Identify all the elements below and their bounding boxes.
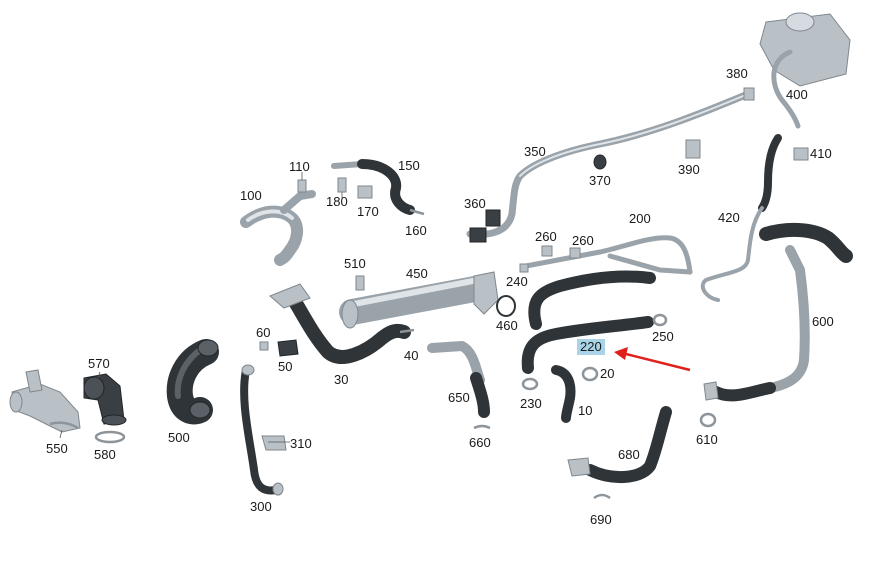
label-260b: 260 bbox=[572, 233, 594, 248]
part-550-coupling bbox=[9, 369, 81, 433]
label-410: 410 bbox=[810, 146, 832, 161]
label-690: 690 bbox=[590, 512, 612, 527]
label-150: 150 bbox=[398, 158, 420, 173]
label-20: 20 bbox=[600, 366, 615, 381]
part-650-hose bbox=[427, 341, 490, 418]
part-150-hose bbox=[331, 159, 415, 215]
part-100-pipe bbox=[240, 190, 316, 266]
label-570: 570 bbox=[88, 356, 110, 371]
leader-lines bbox=[59, 172, 343, 443]
label-200: 200 bbox=[629, 211, 651, 226]
part-310-bracket bbox=[261, 435, 287, 451]
label-380: 380 bbox=[726, 66, 748, 81]
label-30: 30 bbox=[334, 372, 349, 387]
part-160-clamp bbox=[409, 208, 425, 216]
part-400-reservoir bbox=[759, 12, 851, 129]
label-390: 390 bbox=[678, 162, 700, 177]
label-460: 460 bbox=[496, 318, 518, 333]
part-30-hose bbox=[269, 283, 411, 364]
part-260b-bolt bbox=[569, 247, 581, 259]
label-680: 680 bbox=[618, 447, 640, 462]
label-650: 650 bbox=[448, 390, 470, 405]
label-260a: 260 bbox=[535, 229, 557, 244]
part-580-clamp bbox=[94, 430, 126, 444]
label-50: 50 bbox=[278, 359, 293, 374]
part-570-elbow-hose bbox=[83, 373, 127, 426]
part-390-bracket bbox=[685, 139, 701, 159]
label-600: 600 bbox=[812, 314, 834, 329]
part-370-grommet bbox=[593, 154, 607, 170]
label-40: 40 bbox=[404, 348, 419, 363]
label-230: 230 bbox=[520, 396, 542, 411]
part-660-clamp bbox=[473, 424, 491, 430]
part-110-bolt bbox=[297, 179, 307, 193]
label-550: 550 bbox=[46, 441, 68, 456]
part-50-clamp bbox=[277, 339, 299, 357]
label-610: 610 bbox=[696, 432, 718, 447]
highlight-arrow bbox=[614, 347, 691, 372]
part-10-hose bbox=[551, 365, 576, 423]
part-40-clamp bbox=[399, 328, 415, 334]
part-170-clamp bbox=[357, 185, 373, 199]
part-600-hose bbox=[703, 222, 853, 402]
part-380-clamp bbox=[743, 87, 755, 101]
label-170: 170 bbox=[357, 204, 379, 219]
part-60-bolt bbox=[259, 341, 269, 351]
part-690-clamp bbox=[593, 493, 611, 500]
label-450: 450 bbox=[406, 266, 428, 281]
label-250: 250 bbox=[652, 329, 674, 344]
label-220-highlighted: 220 bbox=[577, 339, 605, 355]
part-200-pipe bbox=[523, 235, 693, 275]
part-300-hose bbox=[240, 364, 284, 496]
label-350: 350 bbox=[524, 144, 546, 159]
part-450-manifold bbox=[339, 271, 499, 329]
part-420-hose bbox=[700, 134, 782, 302]
part-350-pipe bbox=[466, 90, 752, 243]
part-220-hose bbox=[521, 316, 654, 374]
label-10: 10 bbox=[578, 403, 593, 418]
label-160: 160 bbox=[405, 223, 427, 238]
label-420: 420 bbox=[718, 210, 740, 225]
label-240: 240 bbox=[506, 274, 528, 289]
part-180-bolt bbox=[337, 177, 347, 193]
part-460-oring bbox=[496, 295, 516, 317]
label-400: 400 bbox=[786, 87, 808, 102]
label-500: 500 bbox=[168, 430, 190, 445]
label-180: 180 bbox=[326, 194, 348, 209]
label-310: 310 bbox=[290, 436, 312, 451]
label-100: 100 bbox=[240, 188, 262, 203]
label-510: 510 bbox=[344, 256, 366, 271]
part-20-clamp bbox=[581, 366, 599, 382]
part-240-bolt bbox=[519, 263, 529, 273]
part-410-clamp bbox=[793, 147, 809, 161]
label-660: 660 bbox=[469, 435, 491, 450]
label-370: 370 bbox=[589, 173, 611, 188]
part-230-clamp bbox=[521, 377, 539, 391]
part-680-hose bbox=[567, 406, 672, 484]
label-580: 580 bbox=[94, 447, 116, 462]
part-upper-hose bbox=[528, 270, 656, 330]
label-300: 300 bbox=[250, 499, 272, 514]
label-360: 360 bbox=[464, 196, 486, 211]
part-610-clamp bbox=[699, 412, 717, 428]
label-110: 110 bbox=[289, 159, 310, 174]
label-60: 60 bbox=[256, 325, 271, 340]
part-250-clamp bbox=[652, 313, 668, 327]
part-360-grommet bbox=[485, 209, 501, 227]
part-260a-bolt bbox=[541, 245, 553, 257]
part-500-large-hose bbox=[166, 339, 219, 425]
part-510-bolt bbox=[355, 275, 365, 291]
